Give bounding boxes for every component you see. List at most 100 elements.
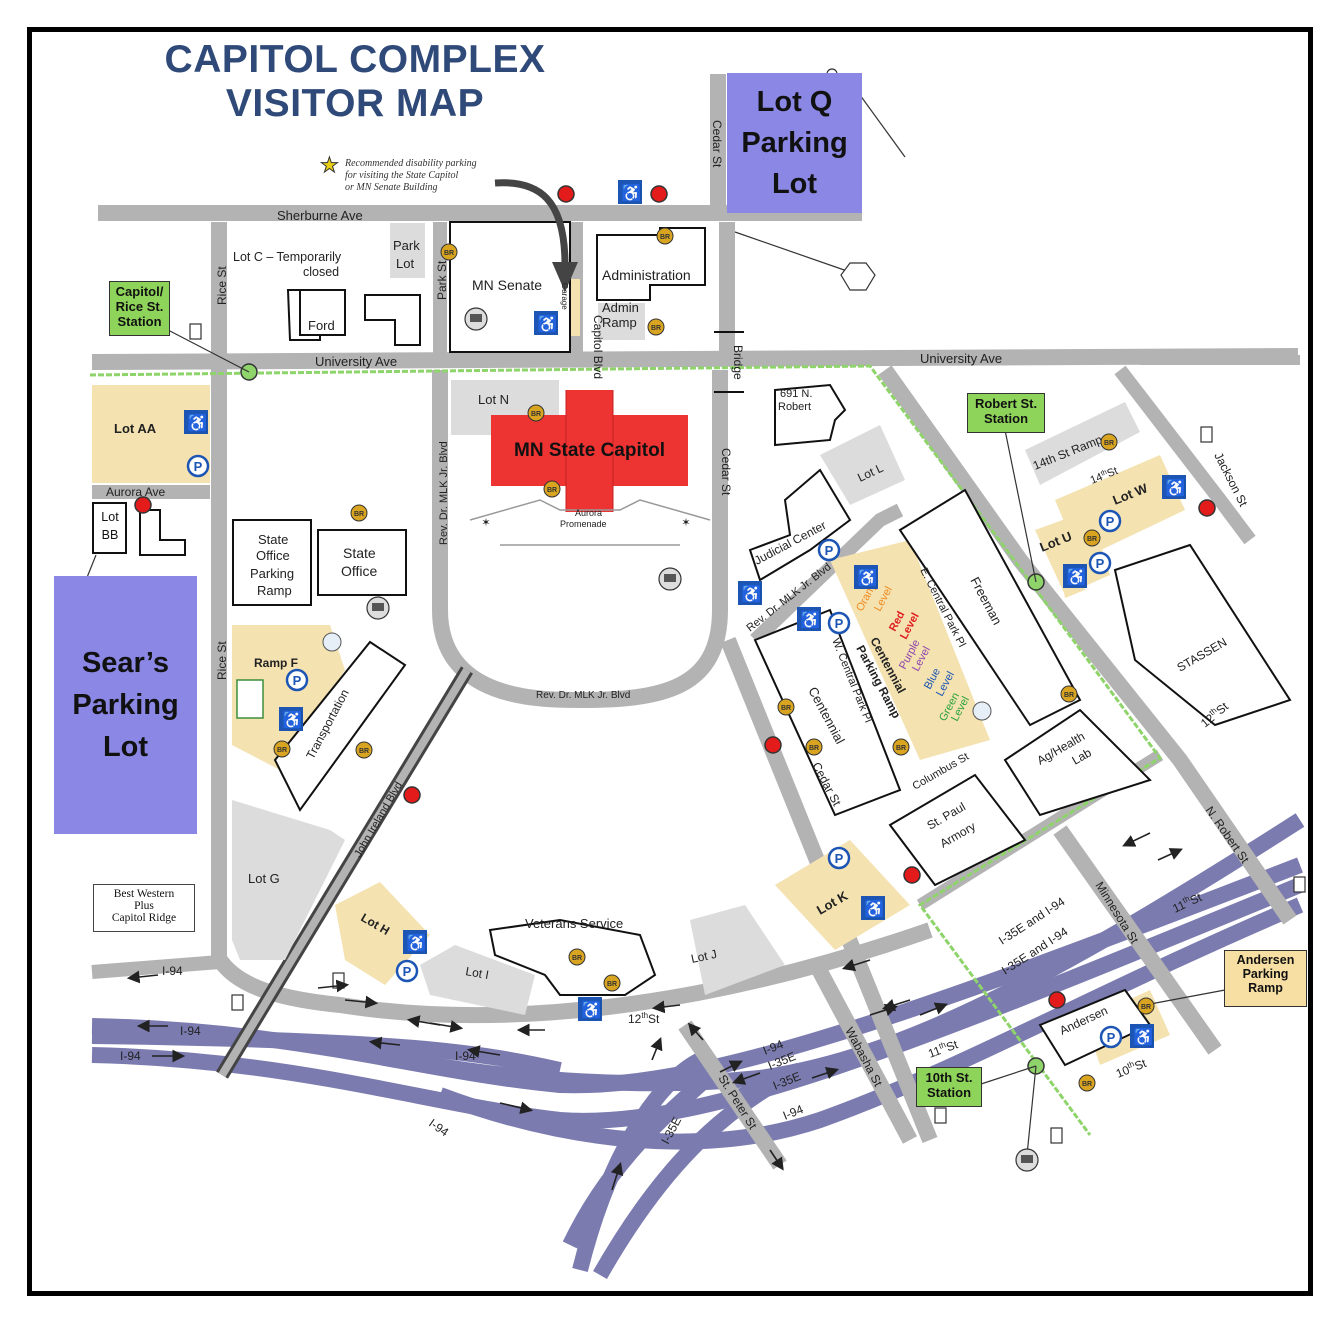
street-aurora: Aurora Ave xyxy=(106,485,165,499)
street-rice-s: Rice St xyxy=(215,641,229,680)
elevator-circle-icon xyxy=(972,701,992,721)
note-line-1: Recommended disability parking xyxy=(345,158,477,169)
lot-n-label: Lot N xyxy=(478,392,509,407)
svg-text:BR: BR xyxy=(572,955,582,962)
red-dot-marker xyxy=(403,786,421,804)
svg-text:P: P xyxy=(403,964,412,979)
svg-text:P: P xyxy=(293,673,302,688)
ramp-line: Parking xyxy=(1242,967,1289,981)
street-mlk-curve: Rev. Dr. MLK Jr. Blvd xyxy=(536,690,630,701)
capitol-rice-station-label: Capitol/ Rice St. Station xyxy=(109,281,170,336)
best-western-label: Best Western Plus Capitol Ridge xyxy=(93,884,195,932)
state-office-label-1: State xyxy=(343,545,376,561)
pedestrian-icon: ✶ xyxy=(681,517,690,529)
freeway-i94-a: I-94 xyxy=(162,964,183,978)
bus-icon xyxy=(1200,426,1213,443)
street-mlk-v: Rev. Dr. MLK Jr. Blvd xyxy=(438,441,450,545)
street-10th: 10thSt xyxy=(1114,1055,1149,1081)
svg-text:♿: ♿ xyxy=(864,899,885,919)
sears-line: Sear’s xyxy=(81,647,170,679)
red-dot-marker xyxy=(134,496,152,514)
restroom-icons: BR BR BR BR BR BR BR BR BR BR BR BR BR B… xyxy=(273,227,1155,1092)
street-university-e: University Ave xyxy=(920,351,1002,366)
svg-text:♿: ♿ xyxy=(537,314,558,334)
wheelchair-icon: ♿ xyxy=(403,930,427,954)
svg-text:♿: ♿ xyxy=(282,710,303,730)
svg-text:BR: BR xyxy=(651,325,661,332)
freeway-i94-b: I-94 xyxy=(180,1024,201,1038)
parking-icon: P xyxy=(1088,551,1112,575)
lot-i-label: Lot I xyxy=(464,964,489,982)
sears-line: Lot xyxy=(102,731,149,763)
lot-g-label: Lot G xyxy=(248,871,280,886)
freeways xyxy=(91,813,1305,1279)
svg-text:BR: BR xyxy=(1064,692,1074,699)
wheelchair-icon: ♿ xyxy=(1130,1024,1154,1048)
bus-icon xyxy=(189,323,202,340)
admin-ramp-label2: Ramp xyxy=(602,315,637,330)
mn-state-capitol-building xyxy=(469,390,711,546)
buildings xyxy=(92,173,1292,1067)
red-dot-marker xyxy=(1198,499,1216,517)
garage-label: Garage xyxy=(560,283,569,310)
lot-bb-label: Lot BB xyxy=(95,508,125,544)
red-dot-markers xyxy=(134,185,1216,1009)
disability-parking-note: Recommended disability parking for visit… xyxy=(345,158,477,194)
station-line: Station xyxy=(983,411,1029,426)
street-cedar-c: Cedar St xyxy=(719,448,733,496)
svg-text:P: P xyxy=(835,616,844,631)
ramp-line: Andersen xyxy=(1236,953,1295,967)
lot-c-label2: closed xyxy=(303,265,339,279)
john-ireland-center xyxy=(218,667,471,1078)
lot-c-label: Lot C – Temporarily xyxy=(233,250,342,264)
ramp-f-label: Ramp F xyxy=(254,656,298,670)
restroom-br-icon: BR xyxy=(440,243,458,261)
restroom-br-icon: BR xyxy=(1060,685,1078,703)
freeway-i94-c: I-94 xyxy=(120,1049,141,1063)
pedestrian-icon: ✶ xyxy=(481,517,490,529)
station-line: Rice St. xyxy=(115,299,164,314)
bus-icon xyxy=(464,307,488,331)
hotel-line: Best Western xyxy=(113,888,175,900)
svg-text:♿: ♿ xyxy=(581,1000,602,1020)
bus-icon xyxy=(934,1107,947,1124)
restroom-br-icon: BR xyxy=(805,738,823,756)
svg-text:♿: ♿ xyxy=(857,568,878,588)
svg-text:BR: BR xyxy=(1104,440,1114,447)
parking-icon: P xyxy=(817,538,841,562)
street-park: Park St xyxy=(435,260,449,300)
andersen-parking-ramp-label: Andersen Parking Ramp xyxy=(1224,950,1307,1007)
lot-j-label: Lot J xyxy=(690,947,718,966)
hotel-line: Capitol Ridge xyxy=(111,912,177,924)
restroom-br-icon: BR xyxy=(656,227,674,245)
svg-text:♿: ♿ xyxy=(1165,478,1186,498)
wheelchair-icon: ♿ xyxy=(1063,564,1087,588)
wheelchair-icon: ♿ xyxy=(797,607,821,631)
sears-line: Parking xyxy=(72,689,179,721)
bus-icon xyxy=(1293,876,1306,893)
wheelchair-icon: ♿ xyxy=(861,896,885,920)
wheelchair-icon: ♿ xyxy=(534,311,558,335)
n691-label2: Robert xyxy=(778,401,811,413)
station-line: Capitol/ xyxy=(115,284,164,299)
street-capitol-blvd: Capitol Blvd xyxy=(591,315,605,379)
svg-text:BR: BR xyxy=(531,411,541,418)
svg-text:♿: ♿ xyxy=(406,933,427,953)
svg-text:P: P xyxy=(194,459,203,474)
station-line: Station xyxy=(926,1085,972,1100)
parking-icons: P P P P P P P P P xyxy=(186,454,1123,1049)
svg-text:BR: BR xyxy=(1087,536,1097,543)
street-14th: 14thSt xyxy=(1089,465,1120,487)
svg-text:BR: BR xyxy=(1082,1081,1092,1088)
ramp-line: Ramp xyxy=(1248,981,1283,995)
green-line-rail xyxy=(89,364,1163,1136)
wheelchair-icon: ♿ xyxy=(279,707,303,731)
svg-text:BR: BR xyxy=(277,747,287,754)
red-dot-marker xyxy=(903,866,921,884)
svg-text:P: P xyxy=(835,851,844,866)
svg-text:♿: ♿ xyxy=(187,413,208,433)
restroom-br-icon: BR xyxy=(568,948,586,966)
red-dot-marker xyxy=(1048,991,1066,1009)
svg-text:P: P xyxy=(1106,514,1115,529)
svg-text:♿: ♿ xyxy=(800,610,821,630)
